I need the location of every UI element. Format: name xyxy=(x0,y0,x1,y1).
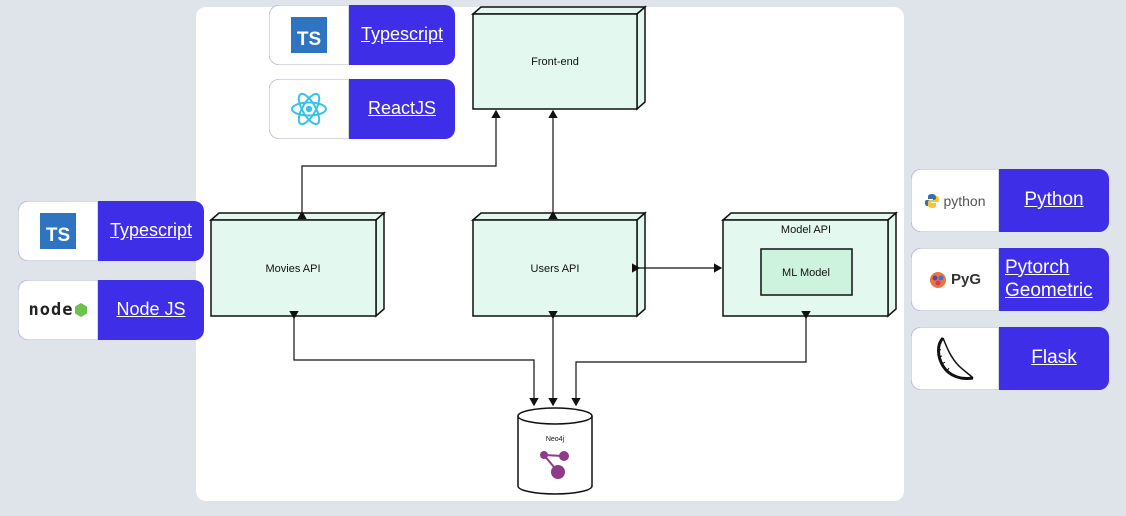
pyg-wordmark: PyG xyxy=(950,271,981,288)
python-link[interactable]: Python xyxy=(1024,189,1084,211)
ts-icon: TS xyxy=(291,17,327,53)
python-wordmark: python xyxy=(943,192,986,209)
movies-api-node[interactable]: Movies API xyxy=(209,211,386,318)
node-wordmark-icon: node xyxy=(28,300,74,320)
node-hexagon-icon xyxy=(75,303,88,317)
nodejs-logo: node xyxy=(18,280,98,340)
react-atom-icon xyxy=(291,92,327,126)
flask-card: Flask xyxy=(911,327,1109,390)
reactjs-logo xyxy=(269,79,349,139)
connector-movies-frontend xyxy=(297,109,501,220)
nodejs-card: node Node JS xyxy=(18,280,204,340)
typescript-logo: TS xyxy=(269,5,349,65)
movies-api-label: Movies API xyxy=(265,263,320,275)
pytorch-geometric-card: PyG Pytorch Geometric xyxy=(911,248,1109,311)
nodejs-link[interactable]: Node JS xyxy=(116,299,186,320)
pytorch-geometric-link[interactable]: Pytorch Geometric xyxy=(1005,256,1093,301)
ml-model-node[interactable] xyxy=(760,248,853,296)
users-api-node[interactable]: Users API xyxy=(471,211,647,318)
neo4j-database-node[interactable]: Neo4j xyxy=(517,407,593,495)
neo4j-label: Neo4j xyxy=(546,436,565,443)
python-logo: python xyxy=(911,169,999,232)
model-api-label: Model API xyxy=(781,224,831,236)
users-api-label: Users API xyxy=(531,263,580,275)
ts-icon: TS xyxy=(40,213,76,249)
reactjs-link[interactable]: ReactJS xyxy=(367,98,437,119)
connector-movies-neo4j xyxy=(289,310,539,407)
typescript-logo-left: TS xyxy=(18,201,98,261)
pyg-graph-icon xyxy=(929,271,946,288)
model-api-node[interactable]: Model API ML Model xyxy=(721,211,898,318)
flask-logo xyxy=(911,327,999,390)
flask-link[interactable]: Flask xyxy=(1031,347,1077,369)
reactjs-card: ReactJS xyxy=(269,79,455,139)
python-card: python Python xyxy=(911,169,1109,232)
frontend-label: Front-end xyxy=(531,56,579,68)
typescript-link-left[interactable]: Typescript xyxy=(109,220,193,241)
frontend-node[interactable]: Front-end xyxy=(471,5,647,111)
typescript-card-left: TS Typescript xyxy=(18,201,204,261)
typescript-link-top[interactable]: Typescript xyxy=(360,24,444,45)
neo4j-graph-icon xyxy=(540,451,569,479)
pyg-logo: PyG xyxy=(911,248,999,311)
typescript-card-top: TS Typescript xyxy=(269,5,455,65)
flask-horn-icon xyxy=(937,336,974,380)
connector-model-neo4j xyxy=(571,310,811,407)
connectors xyxy=(289,109,811,407)
ml-model-label: ML Model xyxy=(782,267,830,279)
python-snake-icon xyxy=(925,193,940,208)
